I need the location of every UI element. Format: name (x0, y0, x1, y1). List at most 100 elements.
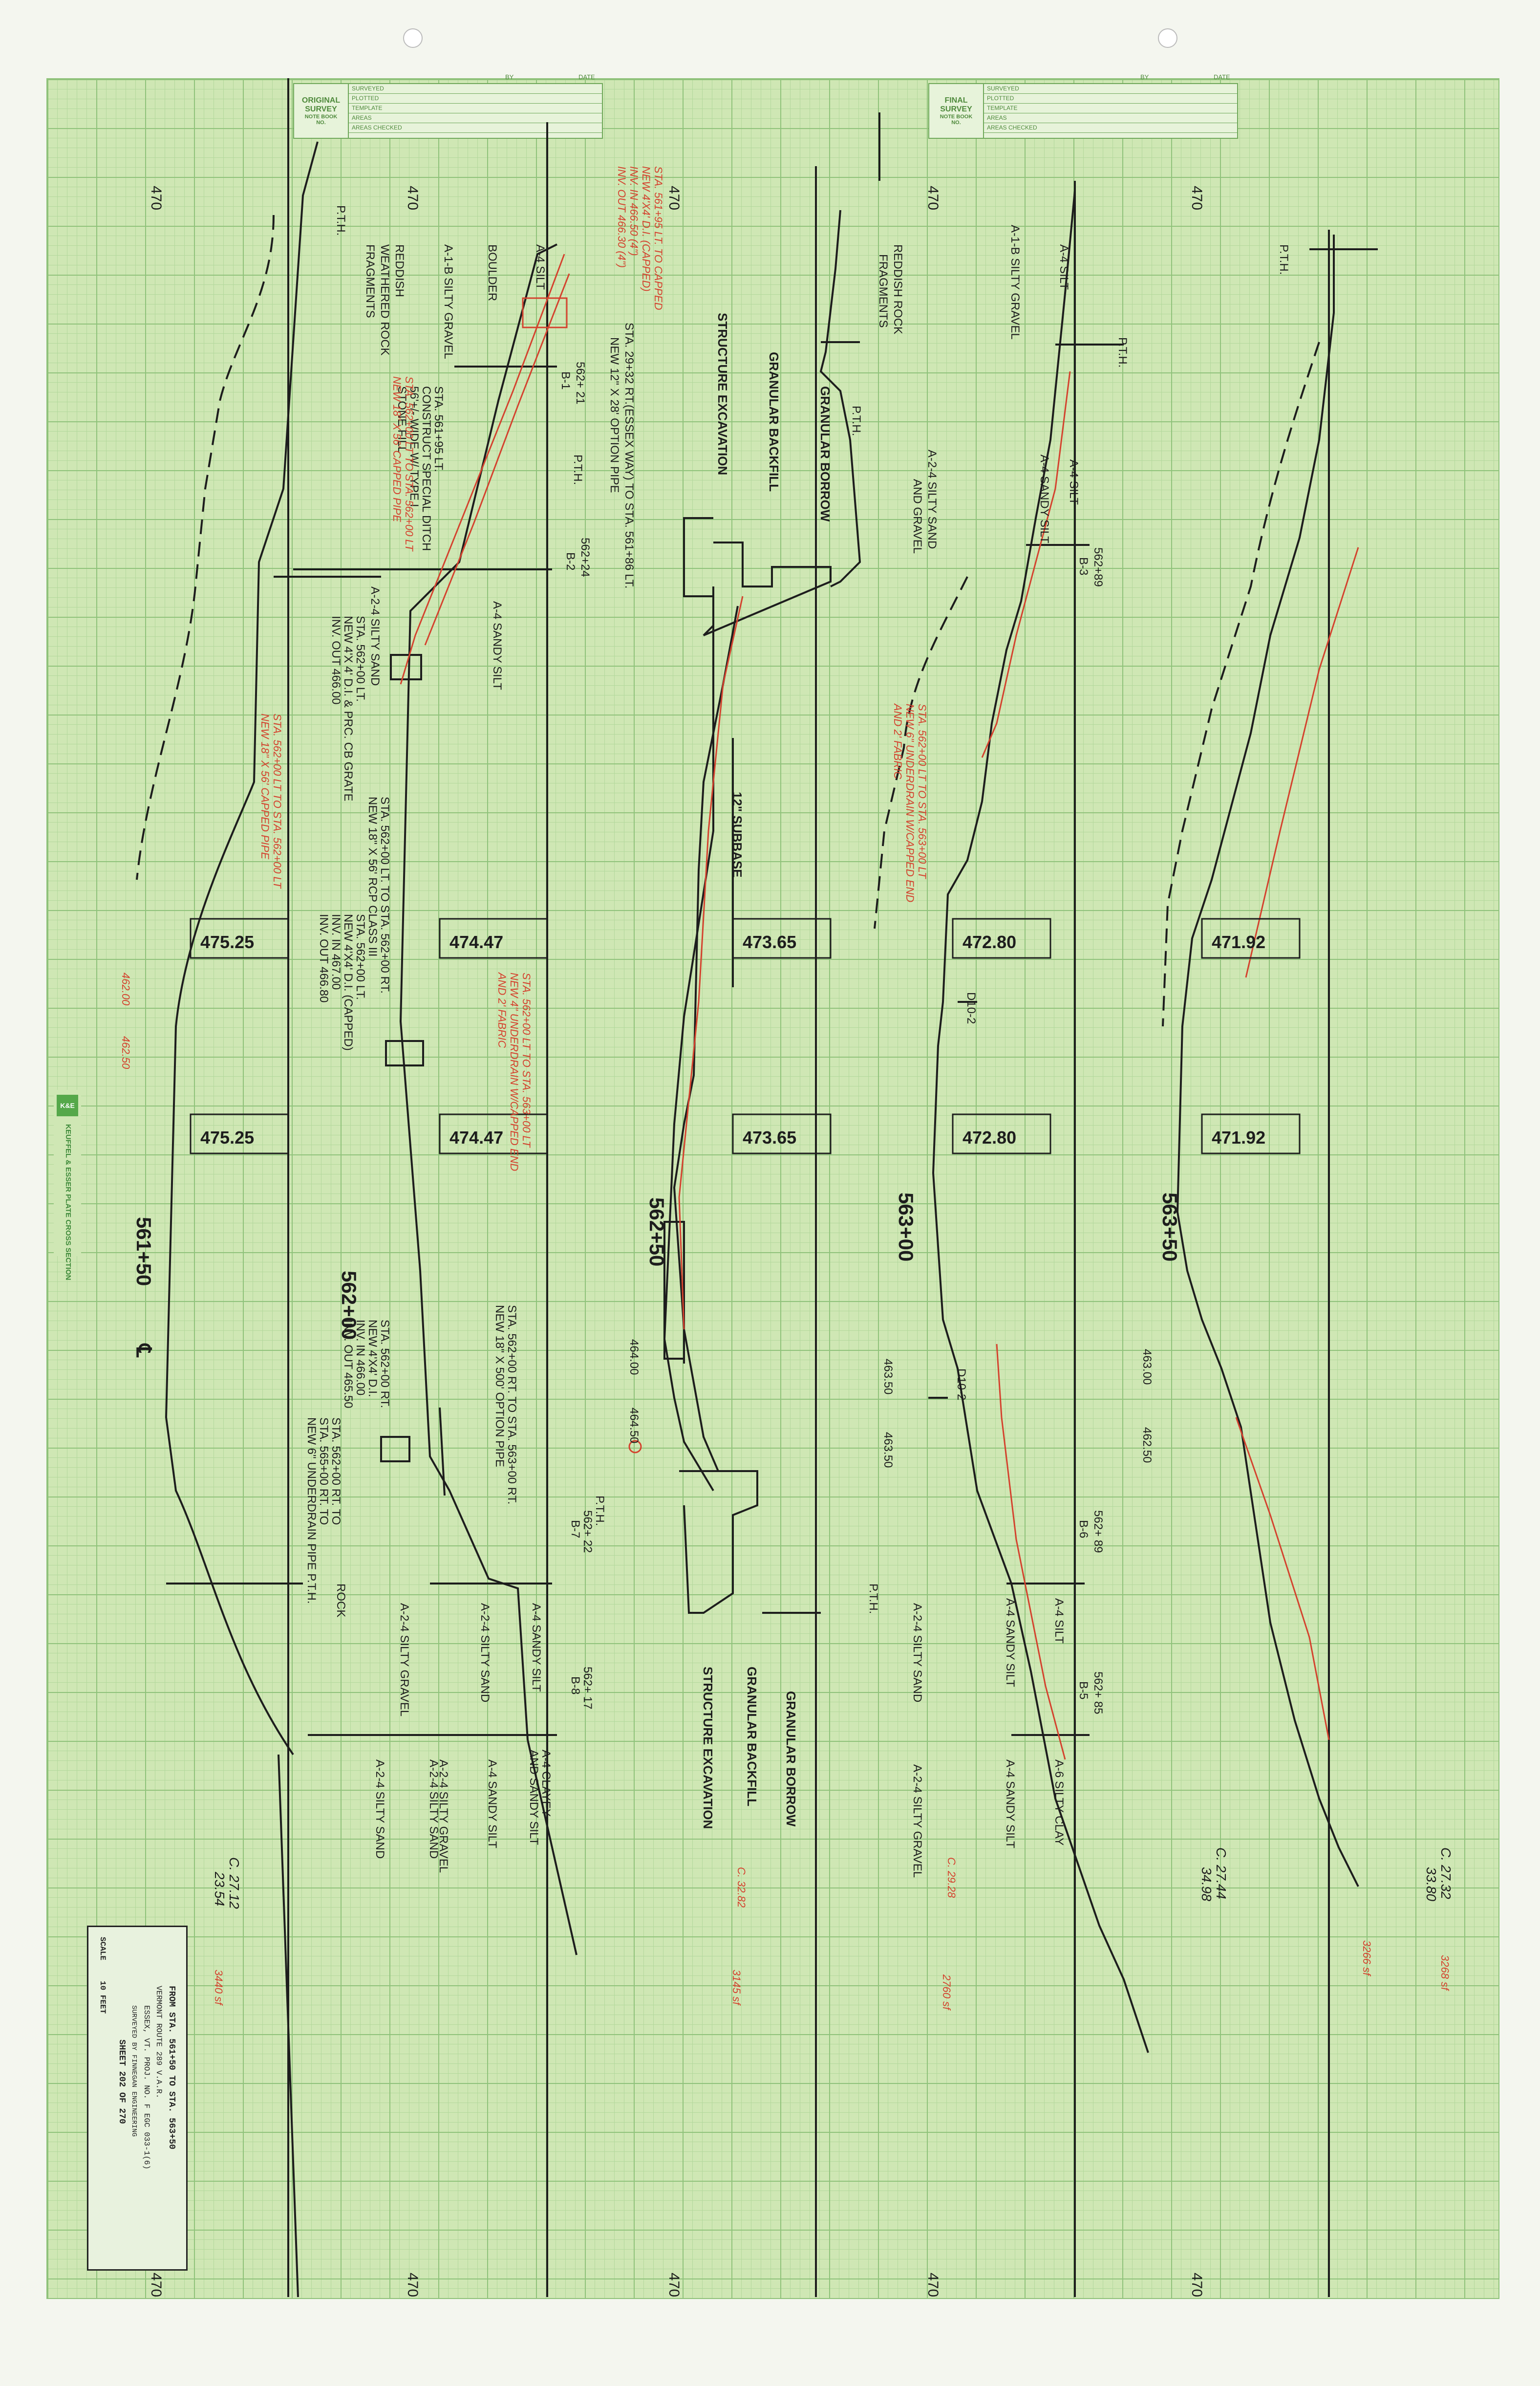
cut-note: 23.54 (212, 1871, 227, 1906)
boring-id: B-8 (569, 1676, 582, 1694)
red-note: INV. IN 466.50 (4") (628, 166, 640, 256)
elevation-note: 463.00 (1140, 1349, 1154, 1385)
soil-label: A-4 SANDY SILT (530, 1603, 543, 1692)
pipe-note: INV. OUT 465.50 (342, 1320, 355, 1408)
title-route: VERMONT ROUTE 289 V.A.R. (154, 1986, 163, 2099)
original-by: BY (505, 73, 514, 81)
soil-label: REDDISH ROCK (891, 244, 904, 334)
profile-563-00 (874, 190, 1149, 2053)
red-note: STA. 562+00 LT TO STA. 563+00 LT (916, 704, 928, 879)
manufacturer-strip (54, 1090, 81, 1256)
elev-label: 470 (405, 2273, 421, 2297)
red-note: STA. 561+95 LT. TO CAPPED (652, 166, 664, 310)
boring-station: 562+ 17 (581, 1667, 594, 1709)
station-563-50: 563+50 (1158, 1193, 1181, 1261)
grade-562-00-upper: 474.47 (449, 932, 503, 952)
elevation-note: 462.50 (1140, 1427, 1154, 1463)
title-surveyor: SURVEYED BY FINNEGAN ENGINEERING (130, 2005, 138, 2137)
granular-backfill-label: GRANULAR BACKFILL (745, 1667, 759, 1806)
soil-label: A-2-4 SILTY SAND (478, 1603, 492, 1702)
area-note: 2760 sf (941, 1974, 953, 2011)
original-survey-block: ORIGINAL SURVEY NOTE BOOK NO. BY DATE SU… (293, 73, 603, 139)
elev-label: 470 (405, 186, 421, 210)
title-sheet-number: SHEET 202 OF 270 (117, 2039, 127, 2124)
boring-station: 562+ 89 (1091, 1510, 1105, 1553)
centerline-mark: ℄ (132, 1343, 155, 1358)
red-note: INV. OUT 466.30 (4") (616, 166, 628, 268)
note-label: STONE FILL (395, 386, 408, 453)
elev-label: 470 (1189, 2273, 1205, 2297)
final-row: PLOTTED (984, 94, 1237, 104)
pth-label: P.T.H. (571, 455, 584, 485)
pipe-note: STA. 562+00 LT. (354, 914, 367, 1000)
elev-label: 470 (1189, 186, 1205, 210)
red-note: NEW 4" UNDERDRAIN W/CAPPED END (508, 973, 520, 1171)
pth-label: P.T.H. (1116, 337, 1129, 368)
station-563-00: 563+00 (895, 1193, 918, 1261)
boring-station: 562+ 22 (581, 1510, 594, 1553)
soil-label: FRAGMENTS (877, 254, 890, 328)
red-note: NEW 4'X4' D.I. (CAPPED) (640, 166, 652, 292)
soil-label: A-4 SANDY SILT (1004, 1598, 1017, 1687)
pipe-note: NEW 18" X 56' RCP CLASS III (366, 797, 379, 956)
original-row: AREAS CHECKED (349, 123, 602, 133)
pipe-note: INV. OUT 466.00 (329, 616, 342, 704)
pth-label: P.T.H. (867, 1583, 880, 1614)
red-note: AND 2' FABRIC (892, 703, 904, 779)
original-date: DATE (578, 73, 595, 81)
elevation-note: 463.50 (881, 1359, 895, 1394)
final-row: TEMPLATE (984, 104, 1237, 113)
d10-label: D10-2 (955, 1368, 968, 1400)
profile-562-00 (293, 243, 578, 1955)
grade-562-00-lower: 474.47 (449, 1128, 503, 1148)
soil-label: WEATHERED ROCK (378, 244, 391, 356)
area-note: C. 32.82 (735, 1867, 748, 1908)
final-date: DATE (1214, 73, 1230, 81)
original-row: SURVEYED (349, 84, 602, 94)
area-note: 3145 sf (730, 1970, 743, 2006)
binder-hole-right (1158, 28, 1177, 48)
final-title-2: SURVEY (940, 105, 972, 113)
red-markup (400, 254, 1359, 1760)
soil-label: A-1-B SILTY GRAVEL (442, 244, 455, 359)
red-note: AND 2' FABRIC (496, 972, 508, 1048)
station-562-00: 562+00 (338, 1271, 361, 1340)
boring-id: B-1 (559, 371, 572, 390)
red-note: STA. 562+00 LT TO STA. 562+00 LT (403, 376, 415, 552)
sheet-title-box: SCALE 10 FEET FROM STA. 561+50 TO STA. 5… (87, 1926, 188, 2271)
cut-note: 34.98 (1199, 1867, 1214, 1901)
d10-label: D10-2 (964, 992, 978, 1024)
final-survey-label: FINAL SURVEY NOTE BOOK NO. (929, 84, 984, 138)
red-note: 462.50 (120, 1036, 132, 1069)
soil-label: A-6 SILTY CLAY (1052, 1759, 1066, 1845)
final-no: NO. (951, 120, 961, 126)
boring-station: 562+24 (578, 538, 592, 577)
soil-label: A-2-4 SILTY GRAVEL (398, 1603, 411, 1716)
title-station-range: FROM STA. 561+50 TO STA. 563+50 (167, 1986, 176, 2149)
station-561-50: 561+50 (132, 1217, 155, 1286)
area-note: 3268 sf (1439, 1955, 1451, 1992)
red-note: STA. 562+00 LT TO STA. 562+00 LT (271, 714, 283, 889)
original-row: PLOTTED (349, 94, 602, 104)
cut-note: C. 27.12 (227, 1857, 242, 1909)
soil-label: A-4 SANDY SILT (491, 601, 504, 690)
pipe-note: NEW 12" X 28' OPTION PIPE (608, 337, 621, 493)
pipe-note: STA. 562+00 RT. TO STA. 563+00 RT. (505, 1305, 518, 1504)
soil-label: A-4 SILT (1052, 1598, 1066, 1644)
note-label: STA. 561+95 LT. (432, 386, 445, 472)
original-title-2: SURVEY (305, 105, 337, 113)
boring-id: B-2 (564, 552, 577, 570)
original-survey-label: ORIGINAL SURVEY NOTE BOOK NO. (294, 84, 349, 138)
final-title-1: FINAL (944, 96, 968, 105)
grade-561-50-upper: 475.25 (200, 932, 254, 952)
pth-label: P.T.H. (1277, 244, 1290, 275)
soil-label: A-2-4 SILTY SAND (911, 1603, 924, 1702)
cut-note: 33.80 (1424, 1867, 1439, 1901)
granular-borrow-label: GRANULAR BORROW (818, 386, 833, 522)
pipe-note: INV. OUT 466.80 (317, 914, 330, 1002)
final-row: AREAS (984, 113, 1237, 123)
soil-label: A-4 SILT (1057, 244, 1070, 290)
pth-label: P.T.H. (593, 1496, 606, 1526)
boring-station: 562+89 (1091, 547, 1105, 587)
